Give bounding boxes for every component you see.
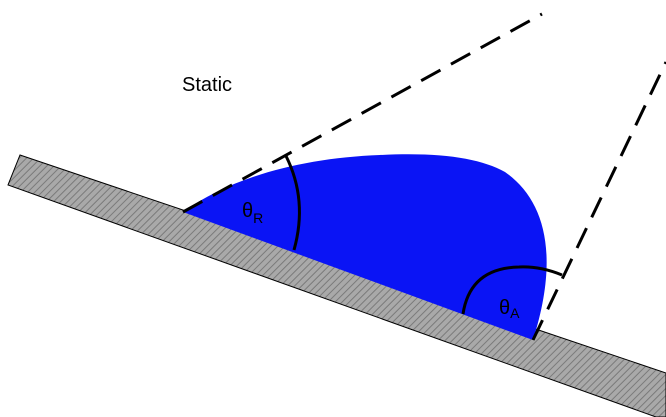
receding-angle-symbol: θ [242,200,253,222]
droplet [183,154,547,340]
advancing-angle-label: θA [499,297,520,321]
advancing-angle-symbol: θ [499,297,510,319]
advancing-angle-arc [461,265,563,315]
receding-angle-subscript: R [253,210,263,226]
receding-tangent-line [182,12,543,214]
advancing-angle-subscript: A [510,305,520,321]
inclined-surface [7,154,666,417]
receding-angle-label: θR [242,200,263,226]
receding-angle-arc [284,155,301,251]
static-label: Static [182,74,232,96]
advancing-tangent-line [531,61,666,341]
